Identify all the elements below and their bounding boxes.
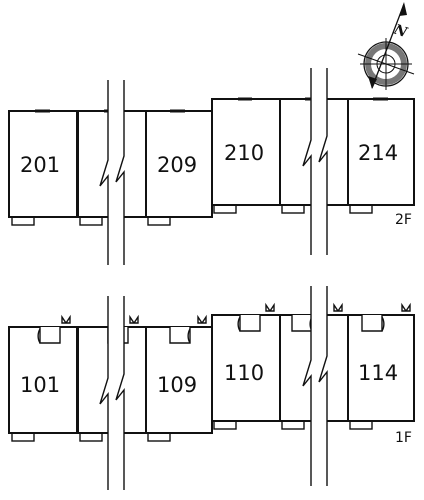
unit-209: 209 [157,153,197,177]
break-line-1f-left [99,296,125,490]
break-line-1f-right [302,286,328,486]
floor-label-2f: 2F [395,212,412,228]
compass-rose-icon [357,2,415,90]
floor-1f: 101 109 110 114 1F [8,286,415,490]
unit-201: 201 [20,153,60,177]
floor-2f: 201 209 210 214 2F [8,68,415,265]
unit-114: 114 [358,361,398,385]
unit-109: 109 [157,373,197,397]
unit-110: 110 [224,361,264,385]
unit-101: 101 [20,373,60,397]
break-line-2f-left [99,80,125,265]
floor-label-1f: 1F [395,430,412,446]
north-label: N [391,21,411,41]
break-line-2f-right [302,68,328,255]
unit-210: 210 [224,141,264,165]
unit-214: 214 [358,141,398,165]
